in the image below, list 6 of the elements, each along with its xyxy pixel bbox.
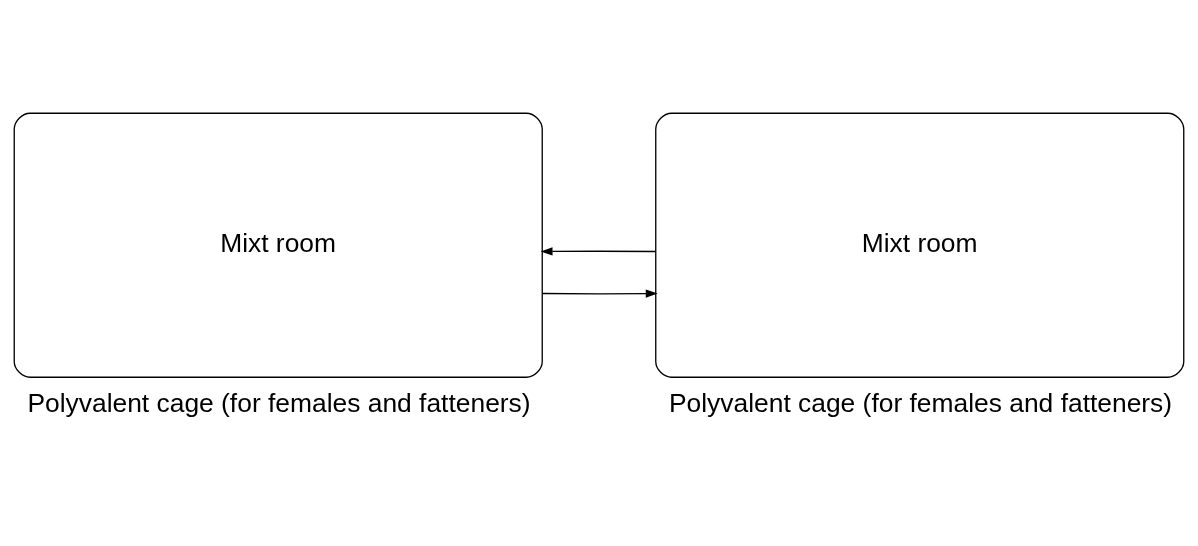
node-box: Mixt room xyxy=(655,112,1185,378)
node-label: Polyvalent cage (for females and fatteners) xyxy=(27,387,531,418)
node-box: Mixt room xyxy=(13,112,543,378)
arrow xyxy=(540,247,657,256)
node-label: Polyvalent cage (for females and fatteners) xyxy=(668,387,1173,418)
arrow xyxy=(542,289,658,298)
